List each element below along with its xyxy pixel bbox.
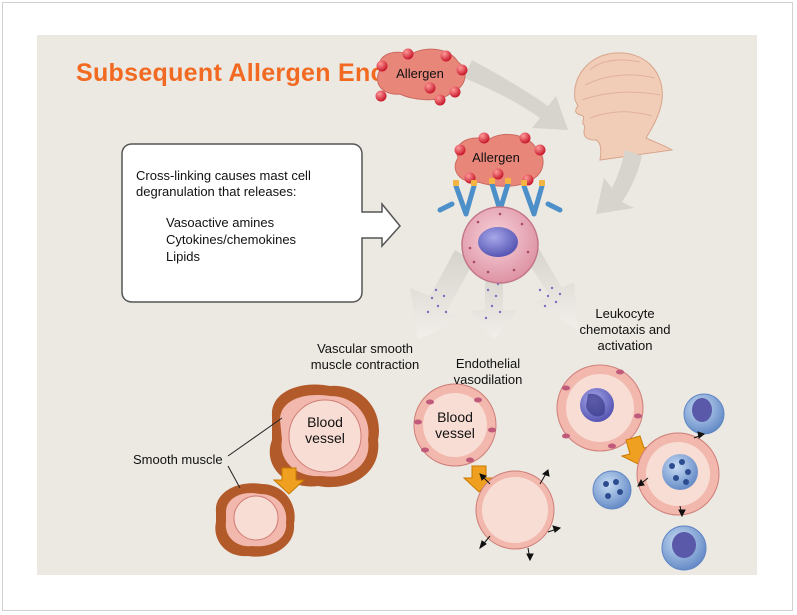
vessel-leukocyte-large [556,364,644,452]
allergen-top [375,48,468,106]
vascular-contraction-label: Vascular smooth muscle contraction [310,341,420,372]
exposure-arrow [464,60,568,130]
blood-vessel-label-endothelial: Blood vessel [435,409,475,441]
orange-arrow-left [272,467,306,495]
vessel-smooth-muscle-large [269,384,379,488]
callout-intro: Cross-linking causes mast cell degranula… [136,168,311,199]
vessel-leukocyte-migrating [636,432,720,516]
allergen-label-top: Allergen [396,66,444,81]
allergen-label-bound: Allergen [472,150,520,165]
callout-text: Cross-linking causes mast cell degranula… [136,168,336,265]
smooth-muscle-label: Smooth muscle [133,452,223,467]
leukocyte-cells [592,393,725,571]
smooth-muscle-pointer-line [227,417,283,489]
migration-arrows [637,431,706,518]
vessel-endothelial-dilated [475,469,562,562]
endothelial-vasodilation-label: Endothelial vasodilation [453,356,523,387]
vessel-smooth-muscle-small [215,483,295,557]
mediator-list: Vasoactive amines Cytokines/chemokines L… [166,214,336,265]
mediator-item: Vasoactive amines [166,215,275,230]
leukocyte-chemotaxis-label: Leukocyte chemotaxis and activation [579,306,671,353]
ige-antibodies [437,181,563,217]
mediator-arrow-left [410,250,474,340]
mediator-item: Lipids [166,249,200,264]
allergen-bound [454,132,546,187]
granule-dots [426,282,562,320]
response-arrow [596,150,642,214]
mediator-arrow-right [520,244,578,330]
callout-box [121,143,401,303]
mast-cell [461,206,539,284]
blood-vessel-label-muscle: Blood vessel [305,414,345,446]
mediator-arrow-center [470,268,518,340]
human-head-icon [574,52,674,161]
mediator-item: Cytokines/chemokines [166,232,297,247]
vessel-endothelial-large [413,383,497,467]
ige-antibody-tips [453,178,545,186]
